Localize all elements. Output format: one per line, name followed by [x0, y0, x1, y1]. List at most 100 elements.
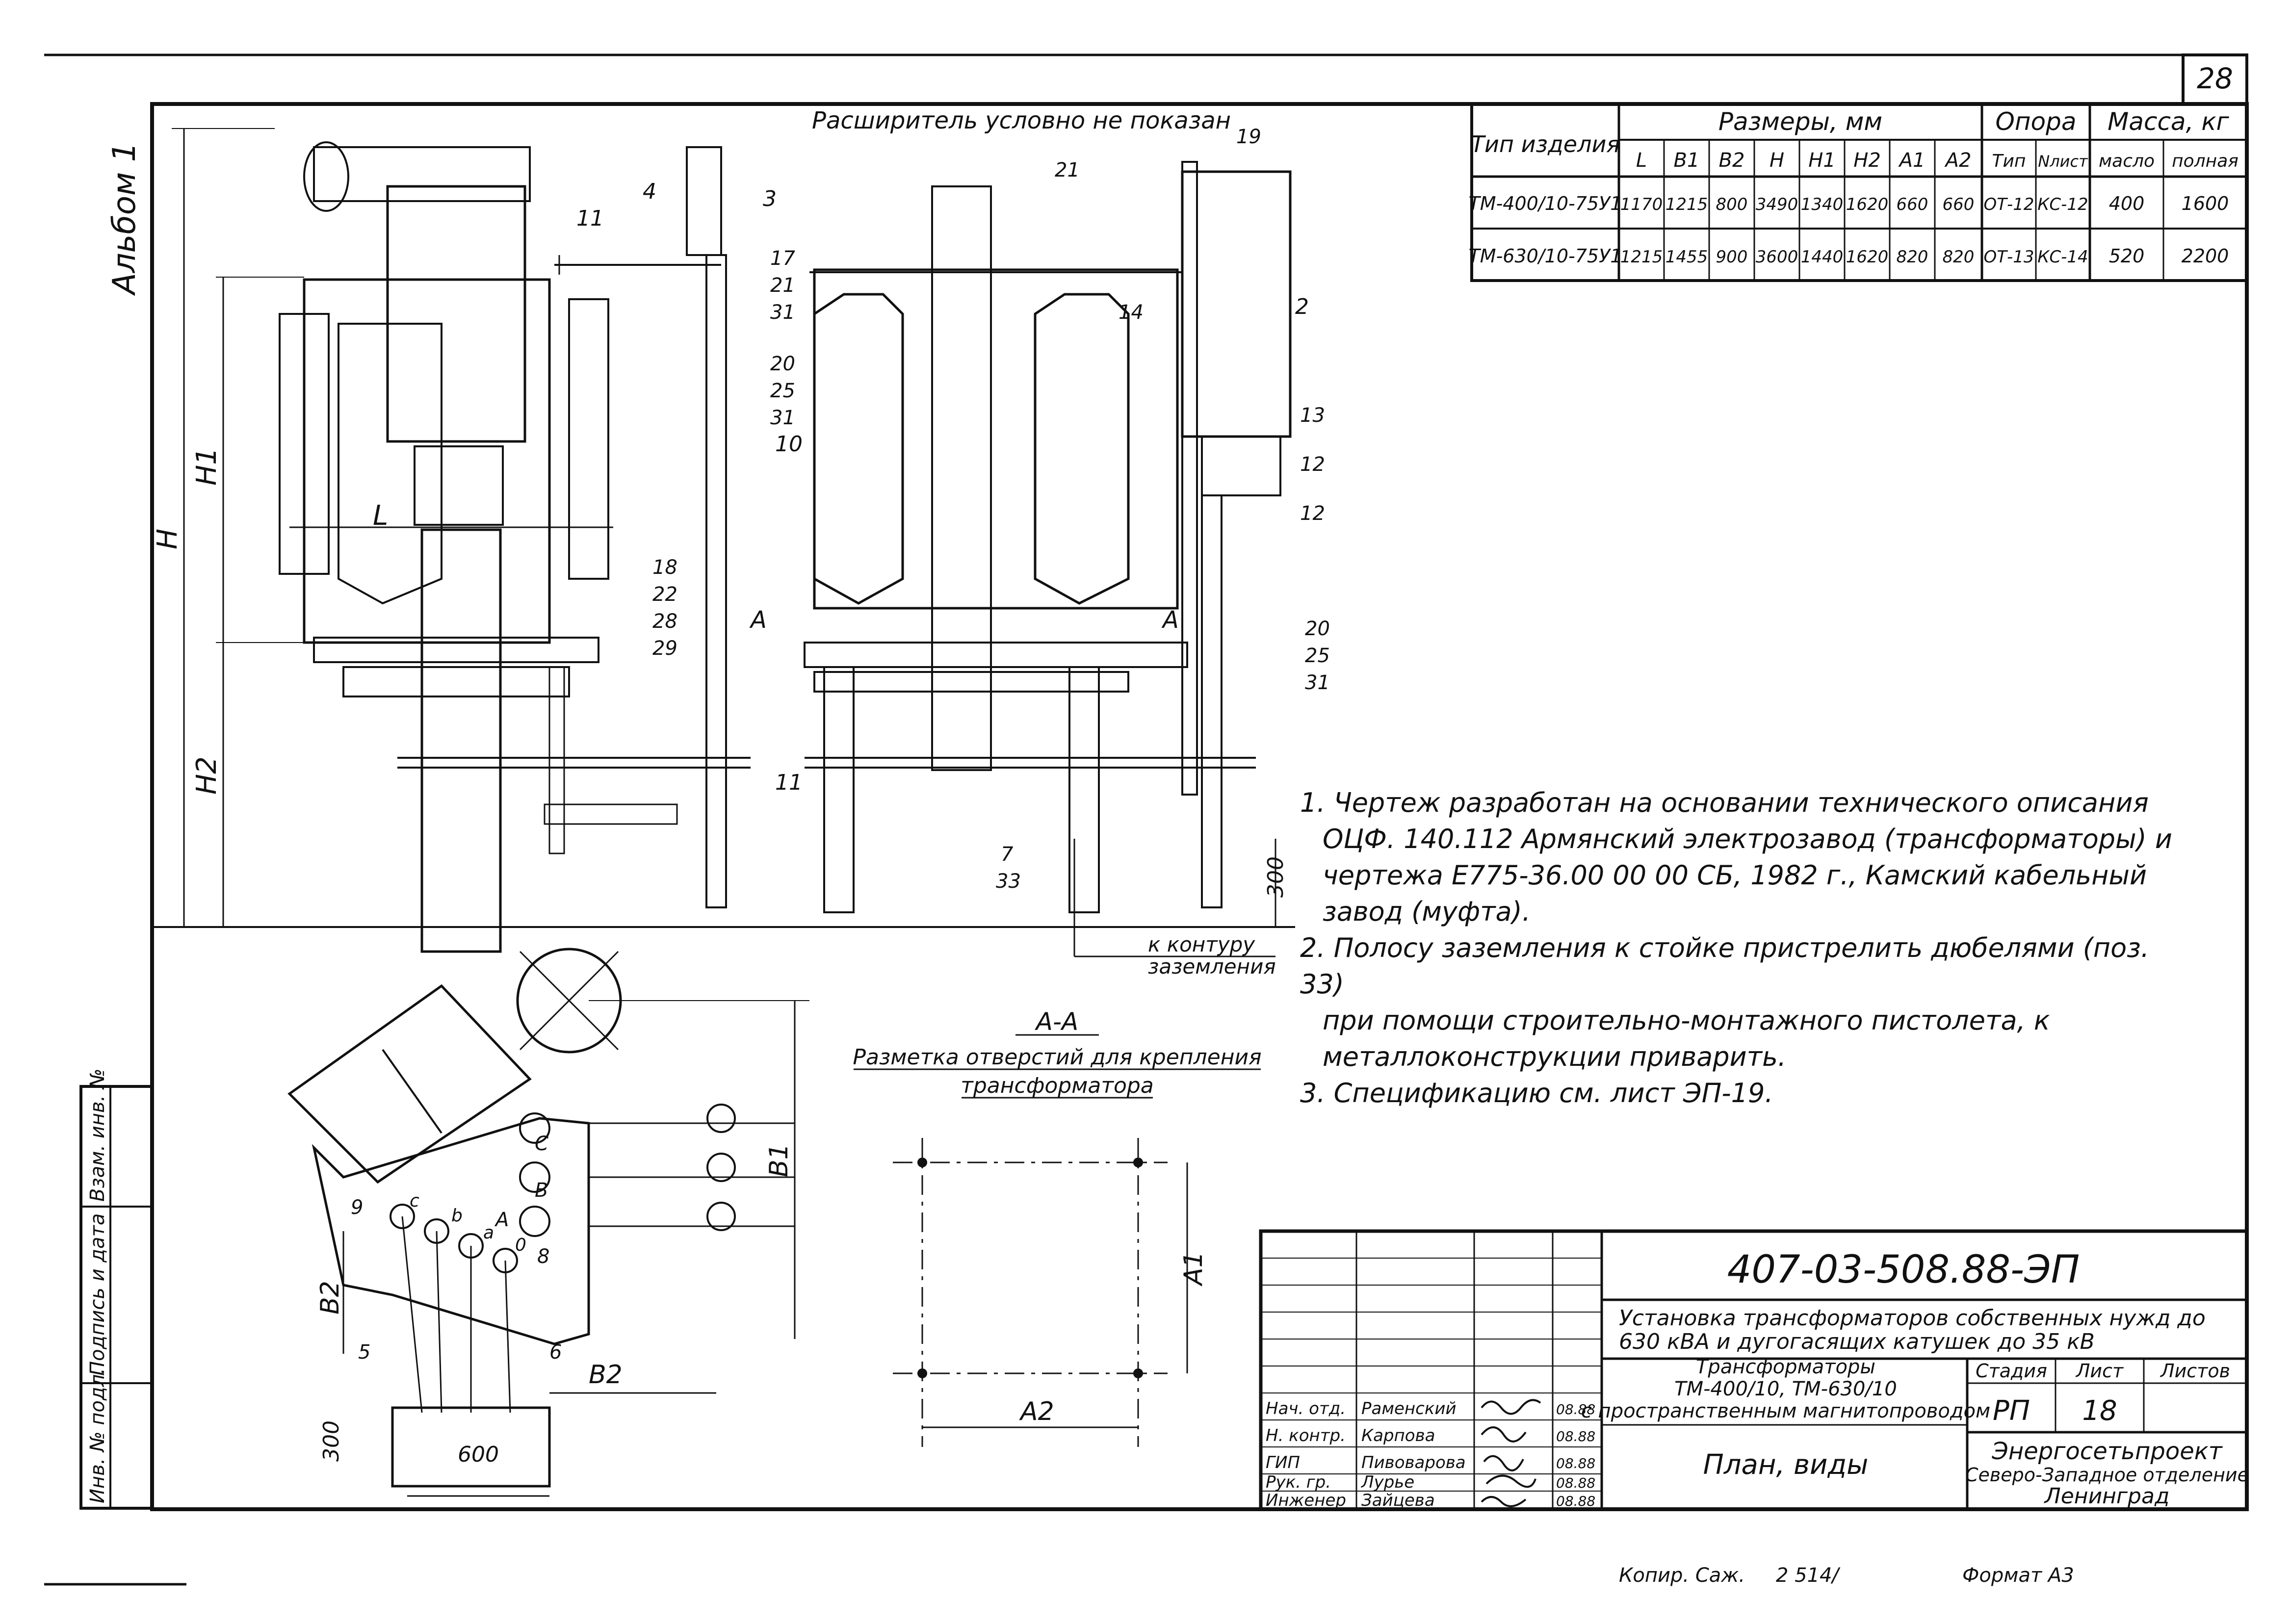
svg-text:B1: B1 — [764, 1143, 794, 1177]
svg-text:Нач. отд.: Нач. отд. — [1266, 1399, 1346, 1418]
svg-text:Взам. инв. №: Взам. инв. № — [86, 1068, 109, 1202]
svg-text:3490: 3490 — [1756, 195, 1798, 214]
note-line: ОЦФ. 140.112 Армянский электрозавод (тра… — [1323, 824, 2172, 854]
spec-row-1: ТМ-400/10-75У1 1170 1215 800 3490 1340 1… — [1469, 193, 2229, 214]
note-line: 2. Полосу заземления к стойке пристрелит… — [1300, 932, 2150, 1000]
svg-text:17: 17 — [770, 247, 795, 270]
svg-text:800: 800 — [1716, 195, 1748, 214]
section-a-a: А-А Разметка отверстий для крепления тра… — [853, 1007, 1262, 1447]
svg-text:ОТ-13: ОТ-13 — [1983, 247, 2034, 267]
svg-text:08.88: 08.88 — [1556, 1493, 1595, 1509]
signature-1 — [1481, 1399, 1541, 1415]
svg-text:520: 520 — [2109, 245, 2145, 267]
spec-col-sizes: Размеры, мм — [1718, 107, 1882, 136]
ground-label-2: заземления — [1148, 954, 1276, 979]
svg-text:21: 21 — [770, 274, 795, 297]
svg-text:19: 19 — [1236, 126, 1261, 148]
ground-label-1: к контуру — [1148, 932, 1255, 956]
svg-text:H: H — [1770, 149, 1784, 172]
svg-text:11: 11 — [576, 206, 604, 231]
svg-text:660: 660 — [1897, 195, 1928, 214]
svg-text:10: 10 — [775, 432, 803, 457]
svg-text:900: 900 — [1716, 247, 1748, 267]
svg-text:7: 7 — [1001, 843, 1014, 866]
svg-text:2200: 2200 — [2182, 245, 2229, 267]
footer-copy: Копир. Саж. — [1619, 1564, 1745, 1587]
svg-text:20: 20 — [1305, 618, 1330, 640]
svg-text:B: B — [535, 1179, 548, 1202]
svg-text:масло: масло — [2099, 151, 2155, 171]
svg-text:L: L — [373, 500, 388, 532]
svg-text:Подпись и дата: Подпись и дата — [86, 1213, 109, 1376]
svg-text:H1: H1 — [191, 447, 223, 486]
svg-text:1170: 1170 — [1620, 195, 1663, 214]
note-line: металлоконструкции приварить. — [1323, 1041, 1787, 1072]
svg-text:08.88: 08.88 — [1556, 1401, 1595, 1418]
svg-text:31: 31 — [1305, 671, 1330, 694]
org-name-2: Северо-Западное отделение — [1965, 1464, 2249, 1486]
svg-text:H2: H2 — [191, 756, 223, 795]
section-marker-a-left: A — [749, 606, 767, 634]
svg-text:12: 12 — [1300, 453, 1325, 476]
spec-col-support: Опора — [1995, 107, 2076, 136]
svg-text:B2: B2 — [1719, 149, 1745, 172]
signature-2 — [1481, 1426, 1527, 1443]
svg-text:21: 21 — [1055, 159, 1080, 181]
svg-text:Раменский: Раменский — [1361, 1399, 1457, 1418]
svg-text:3600: 3600 — [1756, 247, 1798, 267]
svg-text:1620: 1620 — [1846, 195, 1889, 214]
svg-text:A2: A2 — [1944, 149, 1972, 172]
svg-text:Nлист: Nлист — [2038, 152, 2088, 171]
plan-view: 600 300 B1 B2 B2 C B A c b a 0 — [287, 948, 809, 1497]
svg-text:B2: B2 — [589, 1360, 623, 1390]
sheet-number: 18 — [2082, 1395, 2117, 1427]
spec-col-mass: Масса, кг — [2108, 107, 2229, 136]
svg-text:A: A — [494, 1209, 509, 1231]
callouts: 3 4 11 17 21 31 20 25 31 10 18 22 28 29 … — [351, 126, 1330, 1364]
signature-3 — [1483, 1455, 1524, 1471]
page-number: 28 — [2197, 62, 2233, 95]
staff-row-2: Н. контр. Карпова 08.88 — [1266, 1426, 1595, 1445]
svg-text:33: 33 — [996, 870, 1021, 893]
svg-text:КС-12: КС-12 — [2037, 195, 2088, 214]
svg-text:Инв. № подл.: Инв. № подл. — [86, 1368, 109, 1503]
doc-code: 407-03-508.88-ЭП — [1727, 1248, 2080, 1292]
svg-text:Лурье: Лурье — [1360, 1472, 1414, 1492]
svg-text:22: 22 — [652, 583, 677, 606]
svg-text:Лист: Лист — [2075, 1360, 2124, 1382]
svg-text:H1: H1 — [1808, 149, 1836, 172]
svg-text:300: 300 — [1263, 856, 1288, 898]
svg-text:1600: 1600 — [2182, 193, 2229, 214]
svg-text:A1: A1 — [1179, 1251, 1208, 1287]
svg-text:8: 8 — [537, 1245, 549, 1268]
svg-text:2: 2 — [1295, 294, 1309, 319]
svg-text:1215: 1215 — [1665, 195, 1708, 214]
note-line: 3. Спецификацию см. лист ЭП-19. — [1300, 1078, 1773, 1108]
spec-col-type: Тип изделия — [1471, 131, 1620, 157]
svg-text:0: 0 — [515, 1235, 526, 1255]
stage-value: РП — [1993, 1395, 2030, 1427]
svg-text:31: 31 — [770, 407, 795, 429]
svg-text:1340: 1340 — [1801, 195, 1844, 214]
side-stamp: Взам. инв. № Подпись и дата Инв. № подл. — [79, 1068, 154, 1510]
signature-4 — [1485, 1474, 1536, 1488]
staff-row-4: Рук. гр. Лурье 08.88 — [1266, 1472, 1595, 1492]
svg-text:08.88: 08.88 — [1556, 1475, 1595, 1491]
svg-text:820: 820 — [1897, 247, 1928, 267]
svg-text:Инженер: Инженер — [1266, 1491, 1346, 1510]
side-elevation-view: H H1 H2 L — [152, 128, 751, 953]
title-block: 407-03-508.88-ЭП Установка трансформатор… — [1259, 1229, 2249, 1511]
note-line: при помощи строительно-монтажного пистол… — [1323, 1005, 2050, 1036]
front-elevation-view: 300 — [152, 161, 1295, 957]
svg-text:полная: полная — [2172, 151, 2238, 171]
svg-text:660: 660 — [1943, 195, 1975, 214]
project-title-1: Установка трансформаторов собственных ну… — [1619, 1306, 2206, 1331]
album-label: Альбом 1 — [106, 142, 143, 296]
svg-text:ОТ-12: ОТ-12 — [1983, 195, 2034, 214]
svg-text:C: C — [535, 1133, 548, 1155]
svg-text:1440: 1440 — [1801, 247, 1844, 267]
svg-text:L: L — [1636, 149, 1647, 172]
svg-text:25: 25 — [1305, 644, 1330, 667]
svg-text:a: a — [483, 1223, 494, 1243]
spec-table: Тип изделия Размеры, мм Опора Масса, кг … — [1469, 103, 2248, 282]
